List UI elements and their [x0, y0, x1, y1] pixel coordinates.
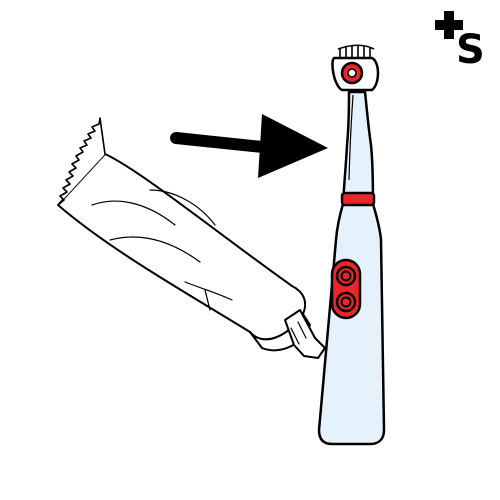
tube-crease: [204, 289, 211, 311]
toothbrush-neck: [341, 90, 375, 206]
arrow-right-icon: [170, 114, 328, 178]
electric-toothbrush-icon: [317, 44, 386, 446]
corner-mark: S: [422, 8, 492, 73]
toothpaste-tube-icon: [57, 117, 326, 359]
tube-crease: [109, 236, 201, 263]
tube-cap: [284, 309, 326, 359]
toothbrush-collar: [340, 191, 376, 207]
corner-letter: S: [456, 27, 485, 73]
tube-body: [57, 153, 307, 341]
toothbrush-handle: [317, 202, 386, 446]
plus-icon: [435, 11, 463, 39]
tube-crease: [184, 281, 233, 301]
tube-crease: [149, 189, 216, 226]
tube-crimp-edge: [57, 117, 106, 206]
tube-crease: [91, 200, 176, 226]
